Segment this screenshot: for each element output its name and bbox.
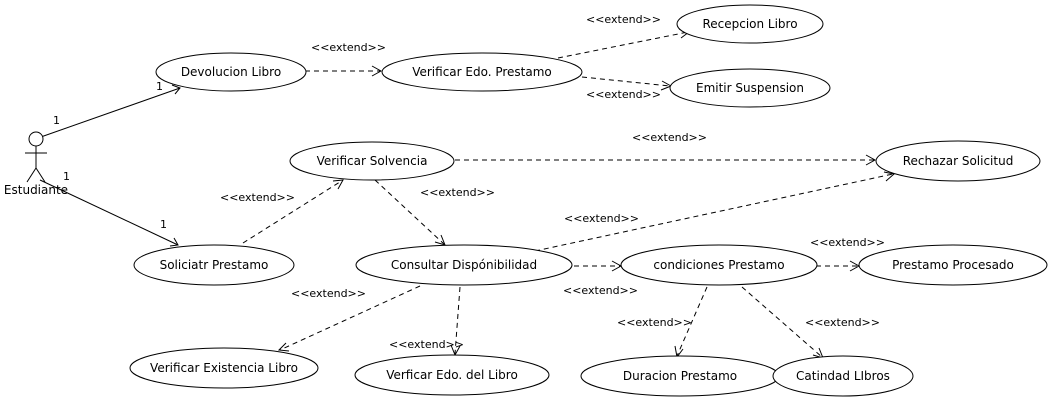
use-case-label: Verificar Edo. Prestamo — [412, 65, 552, 79]
use-case-label: Consultar Dispónibilidad — [391, 258, 537, 272]
actor-leg-left — [26, 167, 37, 183]
use-case-recepcion-libro: Recepcion Libro — [676, 4, 824, 44]
use-case-label: Verficar Edo. del Libro — [386, 368, 518, 382]
use-case-verficar-edo-libro: Verficar Edo. del Libro — [354, 354, 550, 396]
extend-consultar-existencia — [277, 285, 421, 352]
extend-consultar-condiciones — [574, 260, 623, 272]
actor-head — [28, 131, 44, 147]
use-case-label: Catindad LIbros — [796, 369, 890, 383]
extend-label: <<extend>> — [586, 88, 661, 101]
use-case-prestamo-procesado: Prestamo Procesado — [858, 244, 1048, 286]
use-case-consultar-disponibilidad: Consultar Dispónibilidad — [355, 244, 573, 286]
use-case-verificar-existencia-libro: Verificar Existencia Libro — [129, 347, 319, 389]
use-case-label: Recepcion Libro — [702, 17, 797, 31]
use-case-label: Soliciatr Prestamo — [160, 258, 269, 272]
assoc-arrowhead — [171, 84, 181, 95]
use-case-verificar-edo-prestamo: Verificar Edo. Prestamo — [381, 52, 583, 92]
extend-label: <<extend>> — [586, 13, 661, 26]
use-case-verificar-solvencia: Verificar Solvencia — [289, 141, 455, 181]
extend-label: <<extend>> — [632, 131, 707, 144]
extend-label: <<extend>> — [291, 287, 366, 300]
extend-label: <<extend>> — [805, 316, 880, 329]
use-case-condiciones-prestamo: condiciones Prestamo — [620, 244, 818, 286]
use-case-label: Verificar Existencia Libro — [150, 361, 298, 375]
extend-label: <<extend>> — [617, 316, 692, 329]
extend-label: <<extend>> — [420, 186, 495, 199]
use-case-label: condiciones Prestamo — [653, 258, 784, 272]
multiplicity-label: 1 — [160, 218, 167, 231]
use-case-label: Emitir Suspension — [696, 81, 804, 95]
multiplicity-label: 1 — [53, 114, 60, 127]
extend-condiciones-procesado — [816, 260, 861, 272]
actor-leg-right — [35, 167, 46, 183]
use-case-label: Duracion Prestamo — [623, 369, 737, 383]
use-case-catindad-libros: Catindad LIbros — [772, 355, 914, 397]
use-case-label: Rechazar Solicitud — [903, 154, 1014, 168]
use-case-emitir-suspension: Emitir Suspension — [669, 68, 831, 108]
use-case-duracion-prestamo: Duracion Prestamo — [580, 355, 780, 397]
extend-label: <<extend>> — [563, 284, 638, 297]
assoc-estudiante-devolucion — [37, 87, 181, 139]
extend-label: <<extend>> — [564, 212, 639, 225]
extend-label: <<extend>> — [311, 41, 386, 54]
multiplicity-label: 1 — [156, 80, 163, 93]
extend-label: <<extend>> — [389, 338, 464, 351]
use-case-label: Devolucion Libro — [181, 65, 281, 79]
use-case-devolucion-libro: Devolucion Libro — [155, 52, 307, 92]
extend-label: <<extend>> — [810, 236, 885, 249]
use-case-label: Prestamo Procesado — [892, 258, 1014, 272]
extend-devolucion-verificar — [305, 65, 383, 77]
extend-verificar-recepcion — [557, 28, 691, 59]
extend-solicitar-solvencia — [242, 179, 344, 244]
assoc-estudiante-solicitar — [39, 179, 179, 246]
use-case-label: Verificar Solvencia — [317, 154, 428, 168]
extend-label: <<extend>> — [220, 191, 295, 204]
multiplicity-label: 1 — [63, 170, 70, 183]
use-case-soliciatr-prestamo: Soliciatr Prestamo — [133, 244, 295, 286]
use-case-rechazar-solicitud: Rechazar Solicitud — [875, 140, 1041, 182]
extend-solvencia-rechazar — [455, 154, 877, 166]
assoc-arrowhead — [169, 237, 179, 247]
actor-estudiante: Estudiante — [4, 131, 68, 197]
actor-name: Estudiante — [4, 183, 68, 197]
